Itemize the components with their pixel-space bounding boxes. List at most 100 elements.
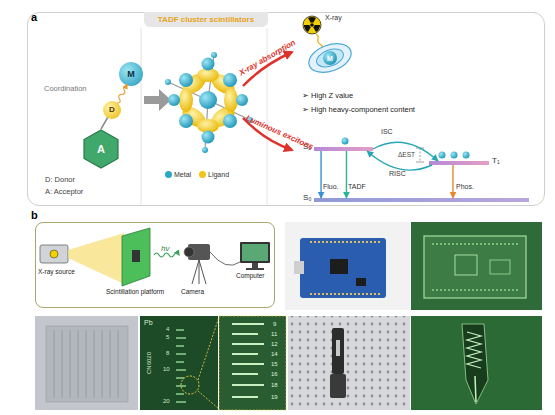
board-xray-image-part bbox=[455, 255, 477, 275]
figure-label: ΔEST bbox=[398, 152, 415, 159]
energy-level: S₀ bbox=[314, 198, 529, 202]
hexagon-shape bbox=[84, 130, 118, 168]
legend-swatch bbox=[199, 171, 206, 178]
figure-label: 15 bbox=[271, 361, 278, 367]
connector-arrow bbox=[346, 151, 347, 198]
figure-label: 9 bbox=[273, 321, 276, 327]
device-xray-image bbox=[411, 316, 542, 410]
radiation-symbol-part bbox=[308, 17, 316, 23]
cluster-illustration-part bbox=[224, 88, 238, 112]
figure-label: 20 bbox=[163, 398, 170, 404]
figure-label: 5 bbox=[166, 334, 169, 340]
imaging-setup-illustration-part bbox=[40, 245, 68, 263]
node-text: TADF cluster scintillators bbox=[144, 12, 268, 27]
board-xray-image bbox=[411, 222, 542, 310]
imaging-setup-illustration-part bbox=[122, 228, 150, 286]
cluster-illustration-part bbox=[202, 131, 215, 144]
node-text: S₀ bbox=[303, 194, 312, 202]
node-text: T₁ bbox=[492, 157, 500, 165]
imaging-setup-illustration-part bbox=[246, 268, 264, 270]
energy-gap-marks-part bbox=[420, 148, 421, 162]
device-xray-image-part bbox=[462, 324, 488, 404]
node-text: X-ray source bbox=[38, 269, 75, 276]
figure-label: 10 bbox=[163, 366, 170, 372]
board-photo-part bbox=[330, 259, 348, 274]
ruler-photo-part bbox=[46, 326, 128, 402]
radiation-symbol-part bbox=[303, 16, 321, 34]
connector-arrow bbox=[373, 142, 438, 161]
exciton-dots-part bbox=[439, 152, 446, 159]
ruler-photo-part bbox=[54, 330, 118, 398]
ruler-photo-part bbox=[35, 316, 138, 410]
connector-arrow bbox=[320, 151, 321, 198]
device-xray-image-part bbox=[411, 316, 542, 410]
setup-box: X-ray sourceScintillation platformhνCame… bbox=[35, 222, 275, 308]
figure-label: X-ray bbox=[325, 14, 342, 21]
ruler-photo bbox=[35, 316, 138, 410]
figure-label: CN6020 bbox=[146, 352, 152, 374]
donor-bond bbox=[101, 117, 108, 129]
node-text: Computer bbox=[236, 273, 265, 280]
ruler-zoom-image-part bbox=[219, 316, 286, 410]
edge-label: RISC bbox=[389, 170, 406, 177]
board-xray-image-part bbox=[411, 222, 542, 310]
imaging-setup-illustration-part bbox=[199, 260, 206, 284]
device-photo-part bbox=[336, 340, 340, 356]
imaging-setup-illustration-part bbox=[50, 250, 58, 258]
radiation-symbol-part bbox=[304, 25, 311, 32]
figure-label: ➢ High heavy-component content bbox=[302, 106, 415, 114]
cluster-illustration-part bbox=[179, 114, 193, 128]
cluster-illustration-part bbox=[168, 94, 180, 106]
cluster-illustration-part bbox=[236, 94, 248, 106]
board-photo-part bbox=[294, 261, 304, 274]
board-photo-part bbox=[356, 278, 366, 286]
device-photo-part bbox=[288, 316, 410, 410]
edge-label: Phos. bbox=[456, 183, 474, 190]
figure-label: 11 bbox=[271, 331, 277, 337]
edge-label: ISC bbox=[381, 128, 393, 135]
legend-text: Metal bbox=[174, 171, 191, 178]
cluster-illustration bbox=[165, 52, 253, 153]
figure-label: 19 bbox=[271, 394, 278, 400]
process-arrow bbox=[144, 89, 171, 111]
ruler-xray-image-part bbox=[181, 376, 199, 394]
node-text: Scintillation platform bbox=[106, 289, 164, 296]
figure-label: 8 bbox=[166, 350, 169, 356]
ruler-xray-image-part bbox=[176, 330, 186, 402]
ruler-xray-image-part bbox=[198, 391, 219, 409]
board-xray-image-part bbox=[432, 243, 518, 245]
edge-label: Fluo. bbox=[323, 183, 339, 190]
panel-dividers-part bbox=[141, 28, 142, 205]
figure-label: ➢ High Z value bbox=[302, 92, 353, 100]
ruler-xray-image-part bbox=[198, 317, 219, 380]
device-photo-part bbox=[288, 316, 410, 410]
figure-label: M bbox=[327, 55, 333, 62]
board-photo-part bbox=[310, 293, 380, 295]
device-photo bbox=[288, 316, 410, 410]
board-xray-image-part bbox=[490, 260, 510, 274]
legend-item: Ligand bbox=[199, 171, 229, 178]
device-xray-image-part bbox=[475, 376, 476, 402]
legend-swatch bbox=[165, 171, 172, 178]
atom-target bbox=[305, 38, 355, 77]
node-text: Camera bbox=[181, 289, 204, 296]
cluster-illustration-part bbox=[202, 58, 215, 71]
exciton-dots-part bbox=[342, 138, 349, 145]
node-text: D bbox=[109, 106, 115, 114]
figure-label: Pb bbox=[144, 319, 153, 326]
board-photo-part bbox=[285, 222, 410, 310]
ruler-zoom-image bbox=[219, 316, 286, 410]
imaging-setup-illustration-part bbox=[68, 233, 124, 284]
imaging-setup-illustration-part bbox=[210, 252, 240, 265]
figure-label: b bbox=[31, 210, 38, 221]
board-photo-part bbox=[300, 238, 386, 298]
figure-label: 18 bbox=[271, 382, 278, 388]
energy-gap-marks-part bbox=[416, 162, 424, 163]
board-xray-image-part bbox=[432, 289, 518, 291]
atom-target-part bbox=[305, 38, 355, 77]
figure-label: 4 bbox=[166, 326, 169, 332]
radiation-symbol bbox=[303, 16, 321, 34]
cluster-illustration-part bbox=[223, 73, 237, 87]
radiation-symbol-part bbox=[310, 23, 314, 27]
